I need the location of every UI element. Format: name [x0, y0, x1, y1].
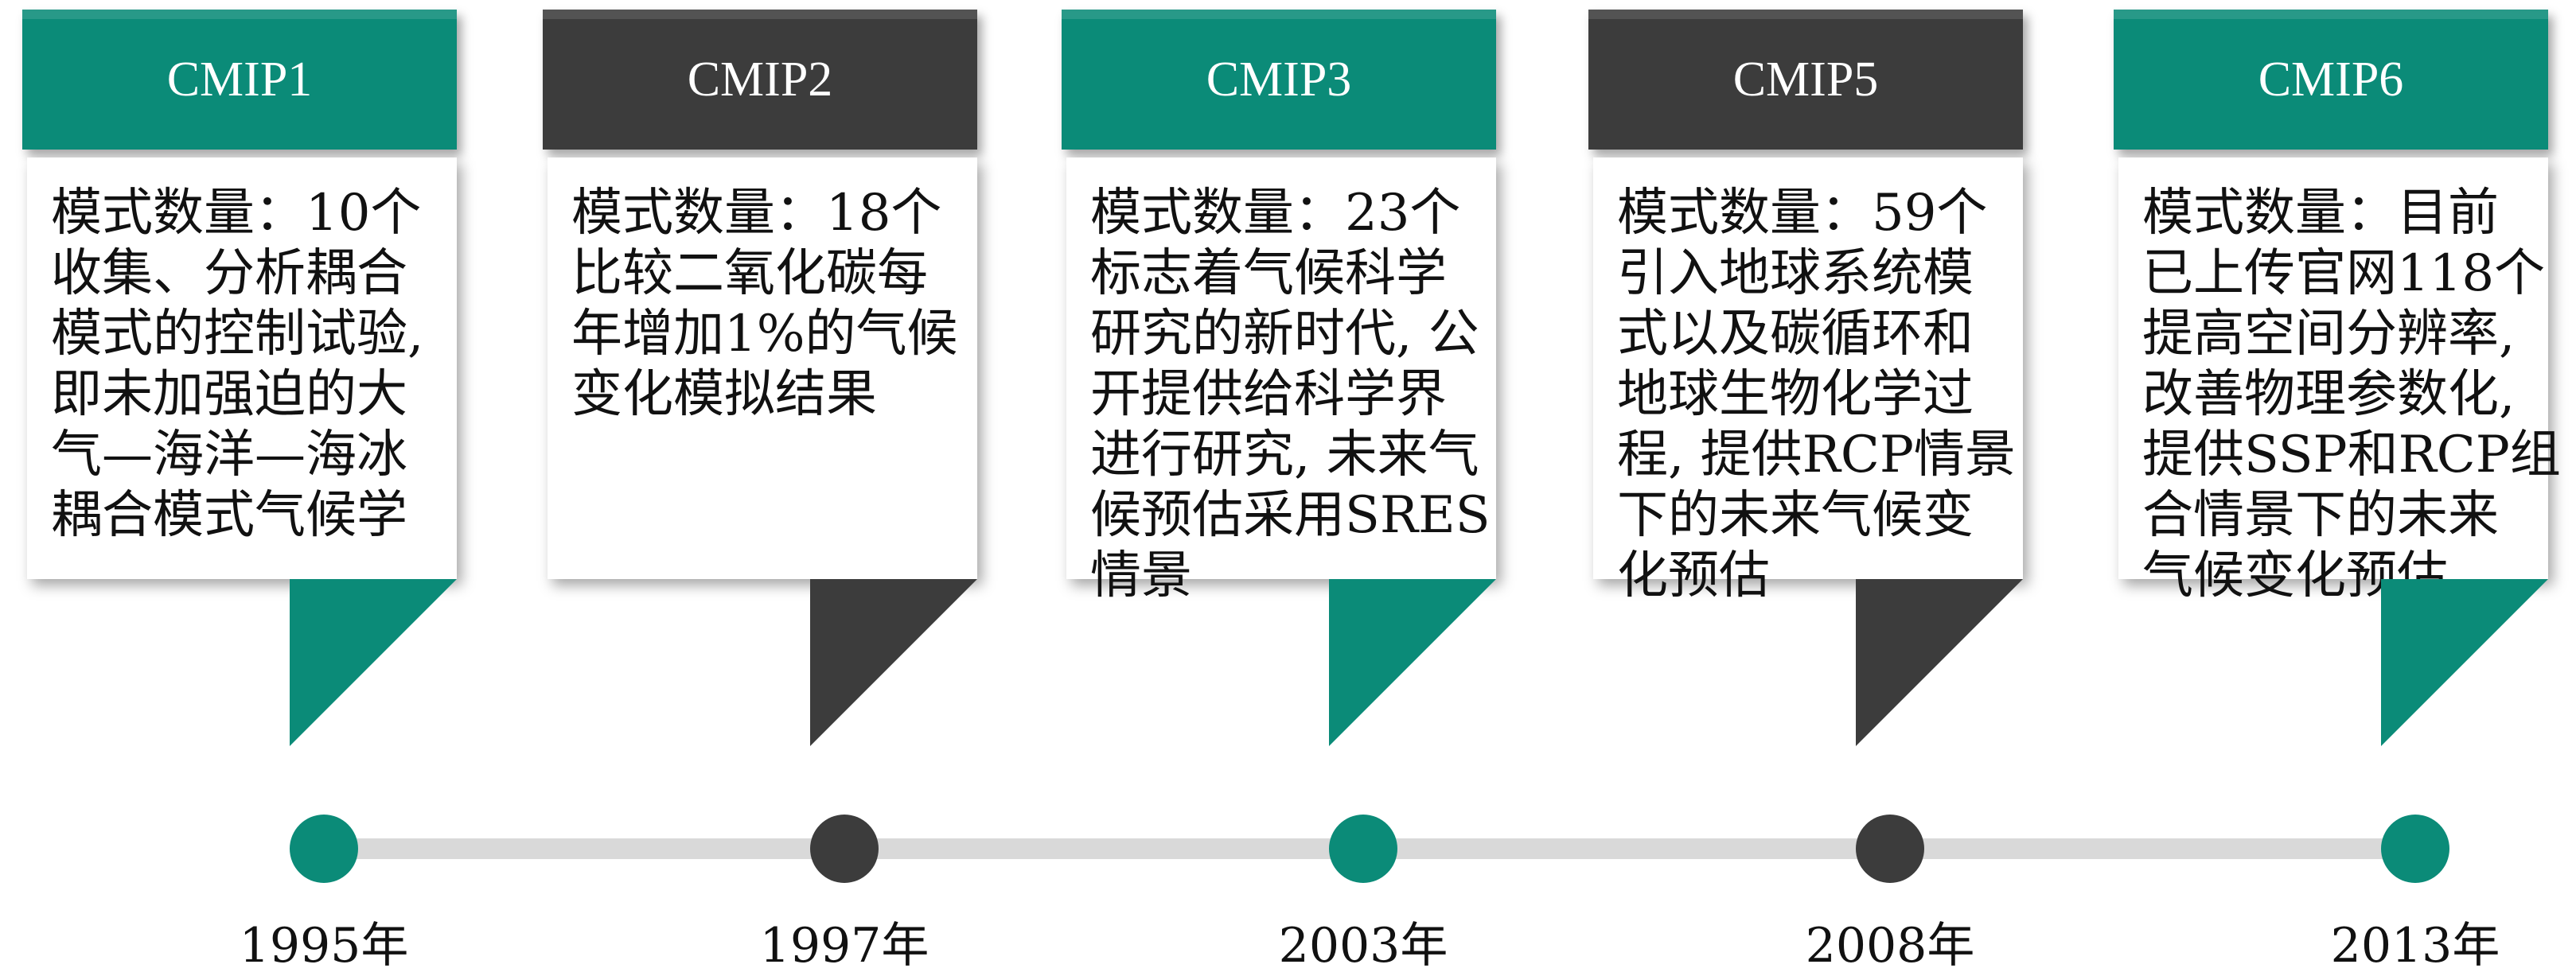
card-line: 下的未来气候变	[1617, 486, 1974, 545]
card-line: 模式数量：59个	[1617, 184, 1988, 243]
phase-label: CMIP3	[1206, 52, 1352, 107]
card-line: 化预估	[1617, 546, 1770, 605]
card-line: 提供SSP和RCP组	[2142, 426, 2561, 484]
phase-card-cmip3: 模式数量：23个 标志着气候科学 研究的新时代, 公 开提供给科学界 进行研究,…	[1066, 157, 1496, 605]
card-line: 模式数量：23个	[1090, 184, 1461, 243]
phase-label: CMIP2	[687, 52, 833, 107]
phase-header-cmip2: CMIP2	[543, 10, 977, 150]
card-line: 年增加1%的气候	[571, 305, 958, 364]
card-line: 地球生物化学过	[1617, 365, 1974, 424]
pointer-triangle-cmip3	[1329, 579, 1496, 746]
phase-label: CMIP1	[166, 52, 313, 107]
pointer-triangle-cmip5	[1856, 579, 2023, 746]
card-line: 开提供给科学界	[1090, 365, 1447, 424]
phase-header-cmip1: CMIP1	[22, 10, 457, 150]
phase-card-cmip5: 模式数量：59个 引入地球系统模 式以及碳循环和 地球生物化学过 程, 提供RC…	[1593, 157, 2023, 605]
card-line: 进行研究, 未来气	[1090, 426, 1479, 484]
timeline-dot-2008	[1856, 815, 1924, 883]
year-label: 1995年	[239, 918, 409, 974]
card-line: 模式数量：目前	[2142, 184, 2499, 243]
card-line: 气—海洋—海冰	[51, 426, 407, 484]
phase-card-cmip6: 模式数量：目前 已上传官网118个 提高空间分辨率, 改善物理参数化, 提供SS…	[2118, 157, 2561, 605]
pointer-triangle-cmip1	[290, 579, 457, 746]
card-line: 情景	[1090, 546, 1192, 605]
card-line: 比较二氧化碳每	[571, 244, 928, 303]
phase-card-cmip2: 模式数量：18个 比较二氧化碳每 年增加1%的气候 变化模拟结果	[548, 157, 977, 579]
phase-card-cmip1: 模式数量：10个 收集、分析耦合 模式的控制试验, 即未加强迫的大 气—海洋—海…	[27, 157, 457, 579]
phase-header-cmip5: CMIP5	[1588, 10, 2023, 150]
card-line: 即未加强迫的大	[51, 365, 407, 424]
card-line: 式以及碳循环和	[1617, 305, 1974, 364]
timeline-dot-2003	[1329, 815, 1397, 883]
card-line: 引入地球系统模	[1617, 244, 1974, 303]
card-line: 收集、分析耦合	[51, 244, 407, 303]
card-line: 耦合模式气候学	[51, 486, 407, 545]
card-line: 已上传官网118个	[2142, 244, 2546, 303]
card-line: 模式数量：18个	[571, 184, 942, 243]
phase-label: CMIP5	[1732, 52, 1879, 107]
card-line: 改善物理参数化,	[2142, 365, 2516, 424]
year-label: 2003年	[1278, 918, 1448, 974]
year-label: 2013年	[2330, 918, 2500, 974]
phase-header-cmip6: CMIP6	[2114, 10, 2548, 150]
timeline-dot-1995	[290, 815, 358, 883]
card-line: 变化模拟结果	[571, 365, 877, 424]
timeline-dot-2013	[2381, 815, 2449, 883]
phase-header-cmip3: CMIP3	[1062, 10, 1496, 150]
card-line: 研究的新时代, 公	[1090, 305, 1479, 364]
year-label: 2008年	[1805, 918, 1975, 974]
card-line: 提高空间分辨率,	[2142, 305, 2516, 364]
card-line: 模式数量：10个	[51, 184, 422, 243]
pointer-triangle-cmip6	[2381, 579, 2548, 746]
timeline-dot-1997	[810, 815, 879, 883]
phase-label: CMIP6	[2258, 52, 2404, 107]
pointer-triangle-cmip2	[810, 579, 977, 746]
year-label: 1997年	[759, 918, 929, 974]
card-line: 模式的控制试验,	[51, 305, 424, 364]
card-line: 合情景下的未来	[2142, 486, 2499, 545]
card-line: 程, 提供RCP情景	[1617, 426, 2016, 484]
card-line: 标志着气候科学	[1090, 244, 1447, 303]
card-line: 候预估采用SRES	[1090, 486, 1491, 545]
